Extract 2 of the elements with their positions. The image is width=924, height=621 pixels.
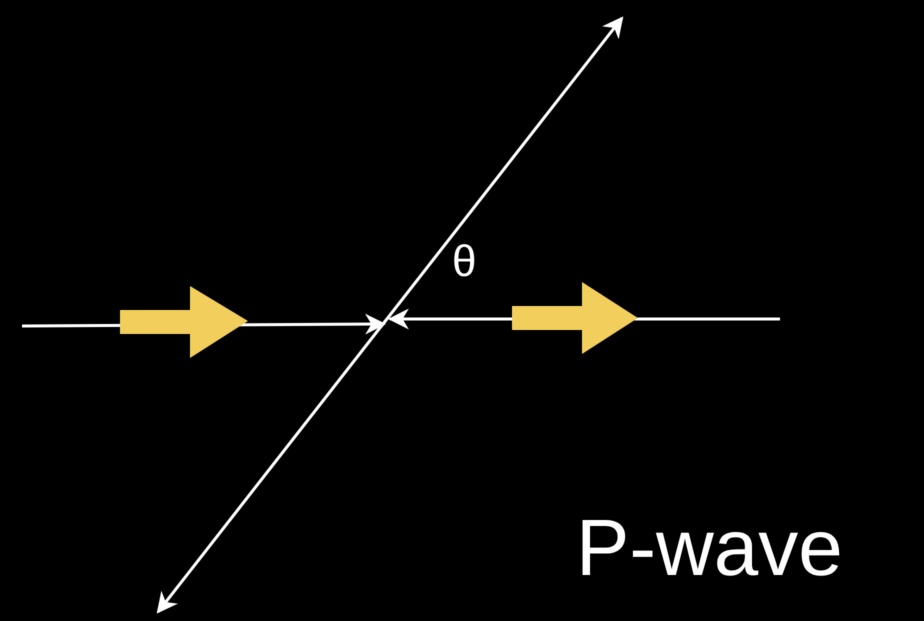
wave-type-label: P-wave (576, 508, 843, 588)
angle-label: θ (452, 240, 476, 284)
